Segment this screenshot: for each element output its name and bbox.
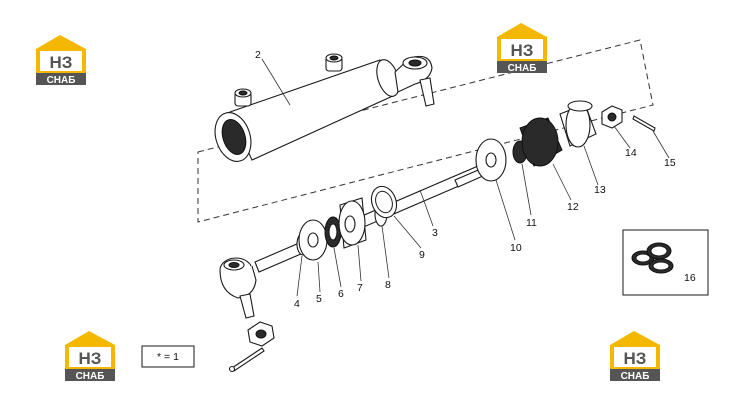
svg-text:НЗ: НЗ — [79, 349, 102, 368]
part-7-piston — [338, 197, 367, 249]
svg-text:СНАБ: СНАБ — [76, 371, 105, 382]
part-14-nut — [601, 105, 623, 129]
callout-4: 4 — [294, 298, 300, 310]
part-5-washer — [298, 219, 328, 261]
part-16-seal-kit-box — [622, 229, 709, 296]
brand-logo: НЗ СНАБ — [610, 331, 660, 382]
part-13-guide — [559, 100, 597, 148]
quantity-note-box: * = 1 — [141, 345, 195, 368]
part-15-cotter-pin — [632, 115, 656, 132]
callout-15: 15 — [664, 157, 676, 169]
leader-lines — [261, 58, 670, 297]
svg-text:НЗ: НЗ — [624, 349, 647, 368]
assembly-dashed-outline — [197, 39, 654, 223]
brand-logo: НЗ СНАБ — [36, 35, 86, 86]
callout-13: 13 — [594, 184, 606, 196]
part-9-ring — [370, 185, 398, 219]
part-6-ring — [324, 216, 342, 248]
part-10-washer — [475, 138, 507, 182]
callout-3: 3 — [432, 227, 438, 239]
svg-text:СНАБ: СНАБ — [621, 371, 650, 382]
callout-6: 6 — [338, 288, 344, 300]
cylinder-barrel — [214, 53, 435, 162]
callout-5: 5 — [316, 293, 322, 305]
callout-10: 10 — [510, 242, 522, 254]
rod-end-eye — [219, 257, 257, 319]
callout-14: 14 — [625, 147, 637, 159]
brand-logo: НЗ СНАБ — [65, 331, 115, 382]
callout-8: 8 — [385, 279, 391, 291]
callout-2: 2 — [255, 49, 261, 61]
callout-12: 12 — [567, 201, 579, 213]
svg-text:СНАБ: СНАБ — [47, 75, 76, 86]
hex-nut-bottom — [247, 321, 275, 347]
callout-9: 9 — [419, 249, 425, 261]
callout-16: 16 — [684, 272, 696, 284]
callout-11: 11 — [526, 217, 537, 229]
svg-text:НЗ: НЗ — [50, 53, 73, 72]
svg-text:СНАБ: СНАБ — [508, 63, 537, 74]
svg-text:НЗ: НЗ — [511, 41, 534, 60]
cotter-pin-bottom — [228, 347, 265, 373]
callout-7: 7 — [357, 282, 363, 294]
quantity-note: * = 1 — [157, 351, 179, 363]
brand-logo: НЗ СНАБ — [497, 23, 547, 74]
part-12-gland — [519, 117, 563, 167]
